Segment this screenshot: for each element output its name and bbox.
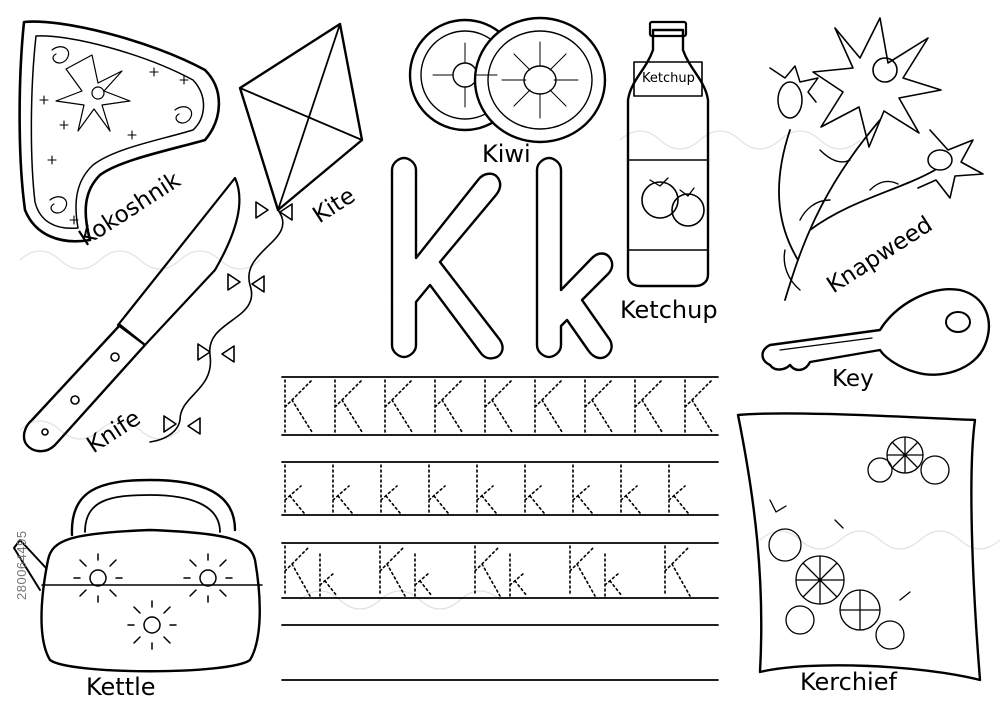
kite-drawing xyxy=(149,22,364,443)
kettle-drawing xyxy=(13,478,263,673)
writing-lines xyxy=(281,376,719,681)
label-ketchup-bottle: Ketchup xyxy=(642,71,695,86)
kiwi-drawing xyxy=(408,16,607,144)
label-kerchief: Kerchief xyxy=(800,668,897,696)
knapweed-drawing xyxy=(769,17,984,301)
label-key: Key xyxy=(832,366,874,392)
label-ketchup: Ketchup xyxy=(620,296,718,324)
label-kettle: Kettle xyxy=(86,673,156,701)
ketchup-drawing xyxy=(626,20,710,288)
stock-id: 280064495 xyxy=(14,530,29,600)
tracing-letters xyxy=(284,379,713,597)
knife-drawing xyxy=(22,176,241,453)
kerchief-drawing xyxy=(736,412,982,682)
kokoshnik-drawing xyxy=(18,20,221,243)
big-letters xyxy=(390,156,614,360)
key-drawing xyxy=(761,288,990,376)
label-kiwi: Kiwi xyxy=(482,140,531,168)
